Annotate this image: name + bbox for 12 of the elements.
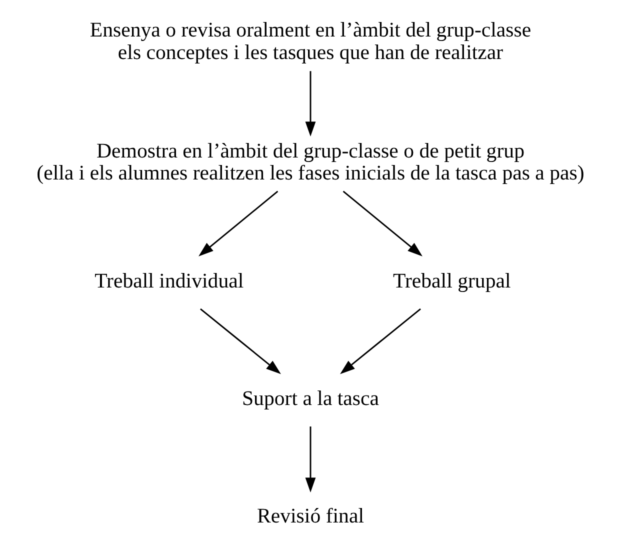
arrow [342,190,422,256]
node-text: Treball grupal [392,268,511,292]
arrow [198,190,278,256]
arrow [305,426,316,493]
node-text: Treball individual [94,268,244,292]
arrow [200,308,281,374]
node-text: Suport a la tasca [242,386,380,410]
node-text: Demostra en l’àmbit del grup-classe o de petit grup (ella i els alumnes realitzen les fases inicials de la tasca pas a pas) [36,138,584,185]
node-text: Ensenya o revisa oralment en l’àmbit del grup-classe els conceptes i les tasques que han de realitzar [90,18,532,64]
arrow [340,308,421,374]
node-text: Revisió final [256,504,364,528]
arrow [305,71,316,137]
